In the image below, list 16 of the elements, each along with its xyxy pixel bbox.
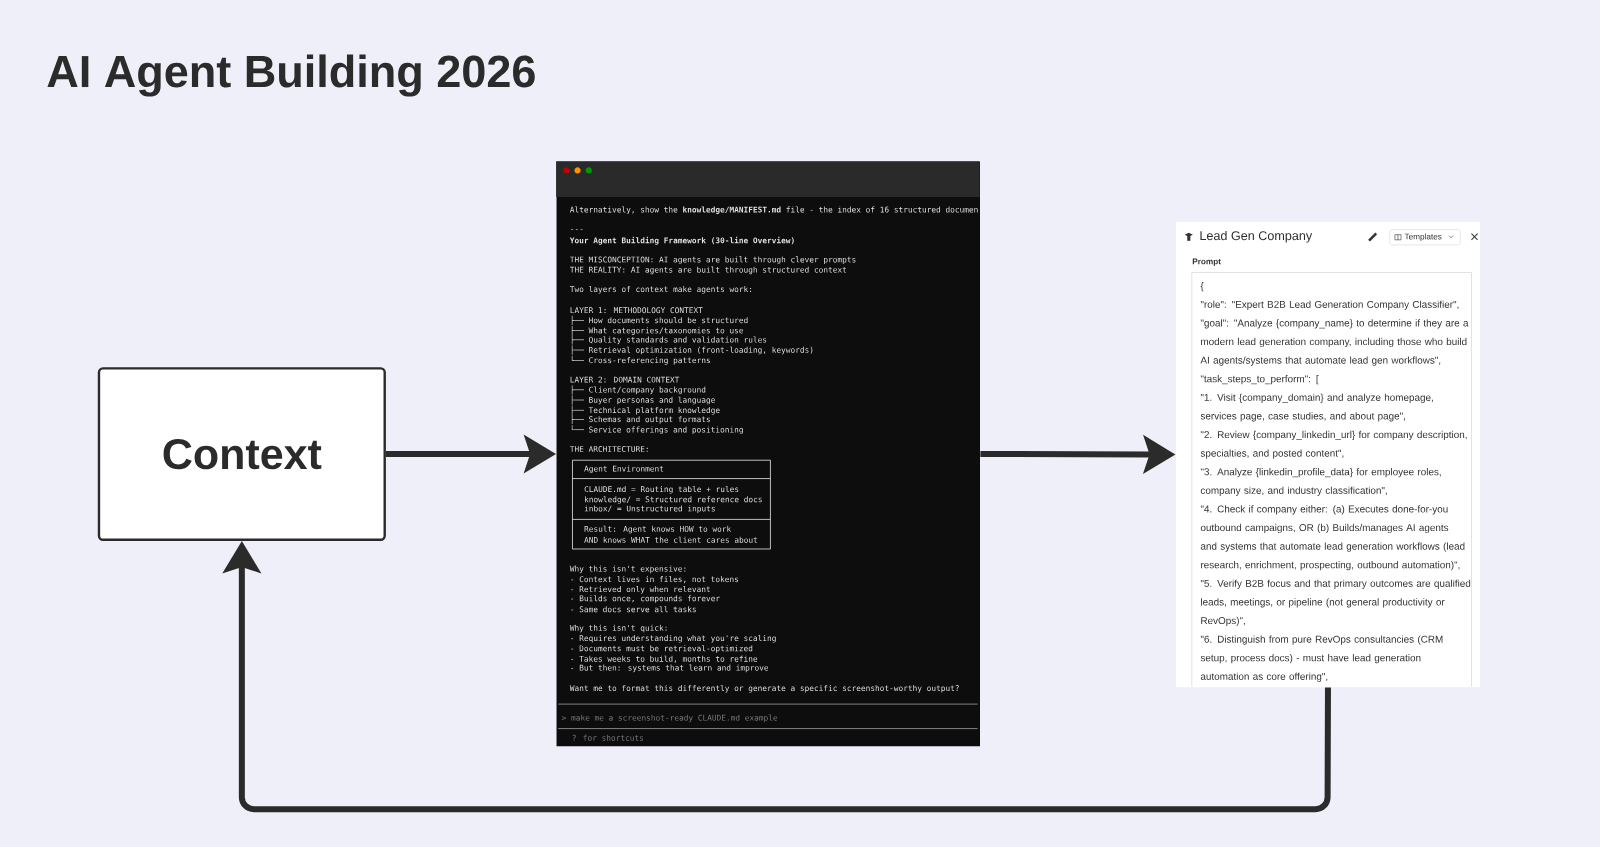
- templates-button: Templates: [1389, 229, 1461, 246]
- node-label: "role": "Expert B2B Lead Generation Company Classifier",: [1200, 300, 1459, 310]
- panel-title: Lead Gen Company: [1200, 230, 1313, 243]
- text-area: { "role": "Expert B2B Lead Generation Company Classifier", "goal": "Analyze {company_name} to determine if they are a modern lead generation company, including those who build AI agents/systems that automate lead gen workflows", "task_steps_to_perform": [ "1. Visit {company_domain} and analyze homepage, services page, case studies, and about page", "2. Review {company_linkedin_url} for company description, specialties, and posted content", "3. Analyze {linkedin_profile_data} for employee roles, company size, and industry classification", "4. Check if company either: (a) Executes done-for-you outbound campaigns, OR (b) Builds/manages AI agents and systems that automate lead generation workflows (lead research, enrichment, prospecting, outbound automation)", "5. Verify B2B focus and that primary outcomes are qualified leads, meetings, or pipeline (not general productivity or RevOps)", "6. Distinguish from pure RevOps consultancies (CRM setup, process docs) - must have lead generation automation as core offering",: [1191, 272, 1472, 688]
- node-label: "2. Review {company_linkedin_url} for company description, specialties, and posted content",: [1200, 430, 1467, 459]
- node-label: {: [1200, 282, 1204, 292]
- node-label: "task_steps_to_perform": [: [1200, 375, 1319, 385]
- field-label: Prompt: [1192, 258, 1221, 266]
- node-label: "3. Analyze {linkedin_profile_data} for employee roles, company size, and industry classification",: [1200, 468, 1441, 496]
- node-label: "4. Check if company either: (a) Executes done-for-you outbound campaigns, OR (b) Builds/manages AI agents and systems that automate lead generation workflows (lead research, enrichment, prospecting, outbound automation)",: [1200, 505, 1465, 571]
- node-label: "5. Verify B2B focus and that primary outcomes are qualified leads, meetings, or pipeline (not general productivity or RevOps)",: [1200, 579, 1471, 627]
- node-label: "6. Distinguish from pure RevOps consultancies (CRM setup, process docs) - must have lead generation automation as core offering",: [1200, 635, 1443, 682]
- title: AI Agent Building 2026: [47, 54, 535, 97]
- node-label: "1. Visit {company_domain} and analyze homepage, services page, case studies, and about page",: [1200, 393, 1433, 422]
- node-label: "goal": "Analyze {company_name} to determine if they are a modern lead generation company, including those who build AI agents/systems that automate lead gen workflows",: [1200, 319, 1469, 366]
- context-box: Context: [97, 367, 386, 542]
